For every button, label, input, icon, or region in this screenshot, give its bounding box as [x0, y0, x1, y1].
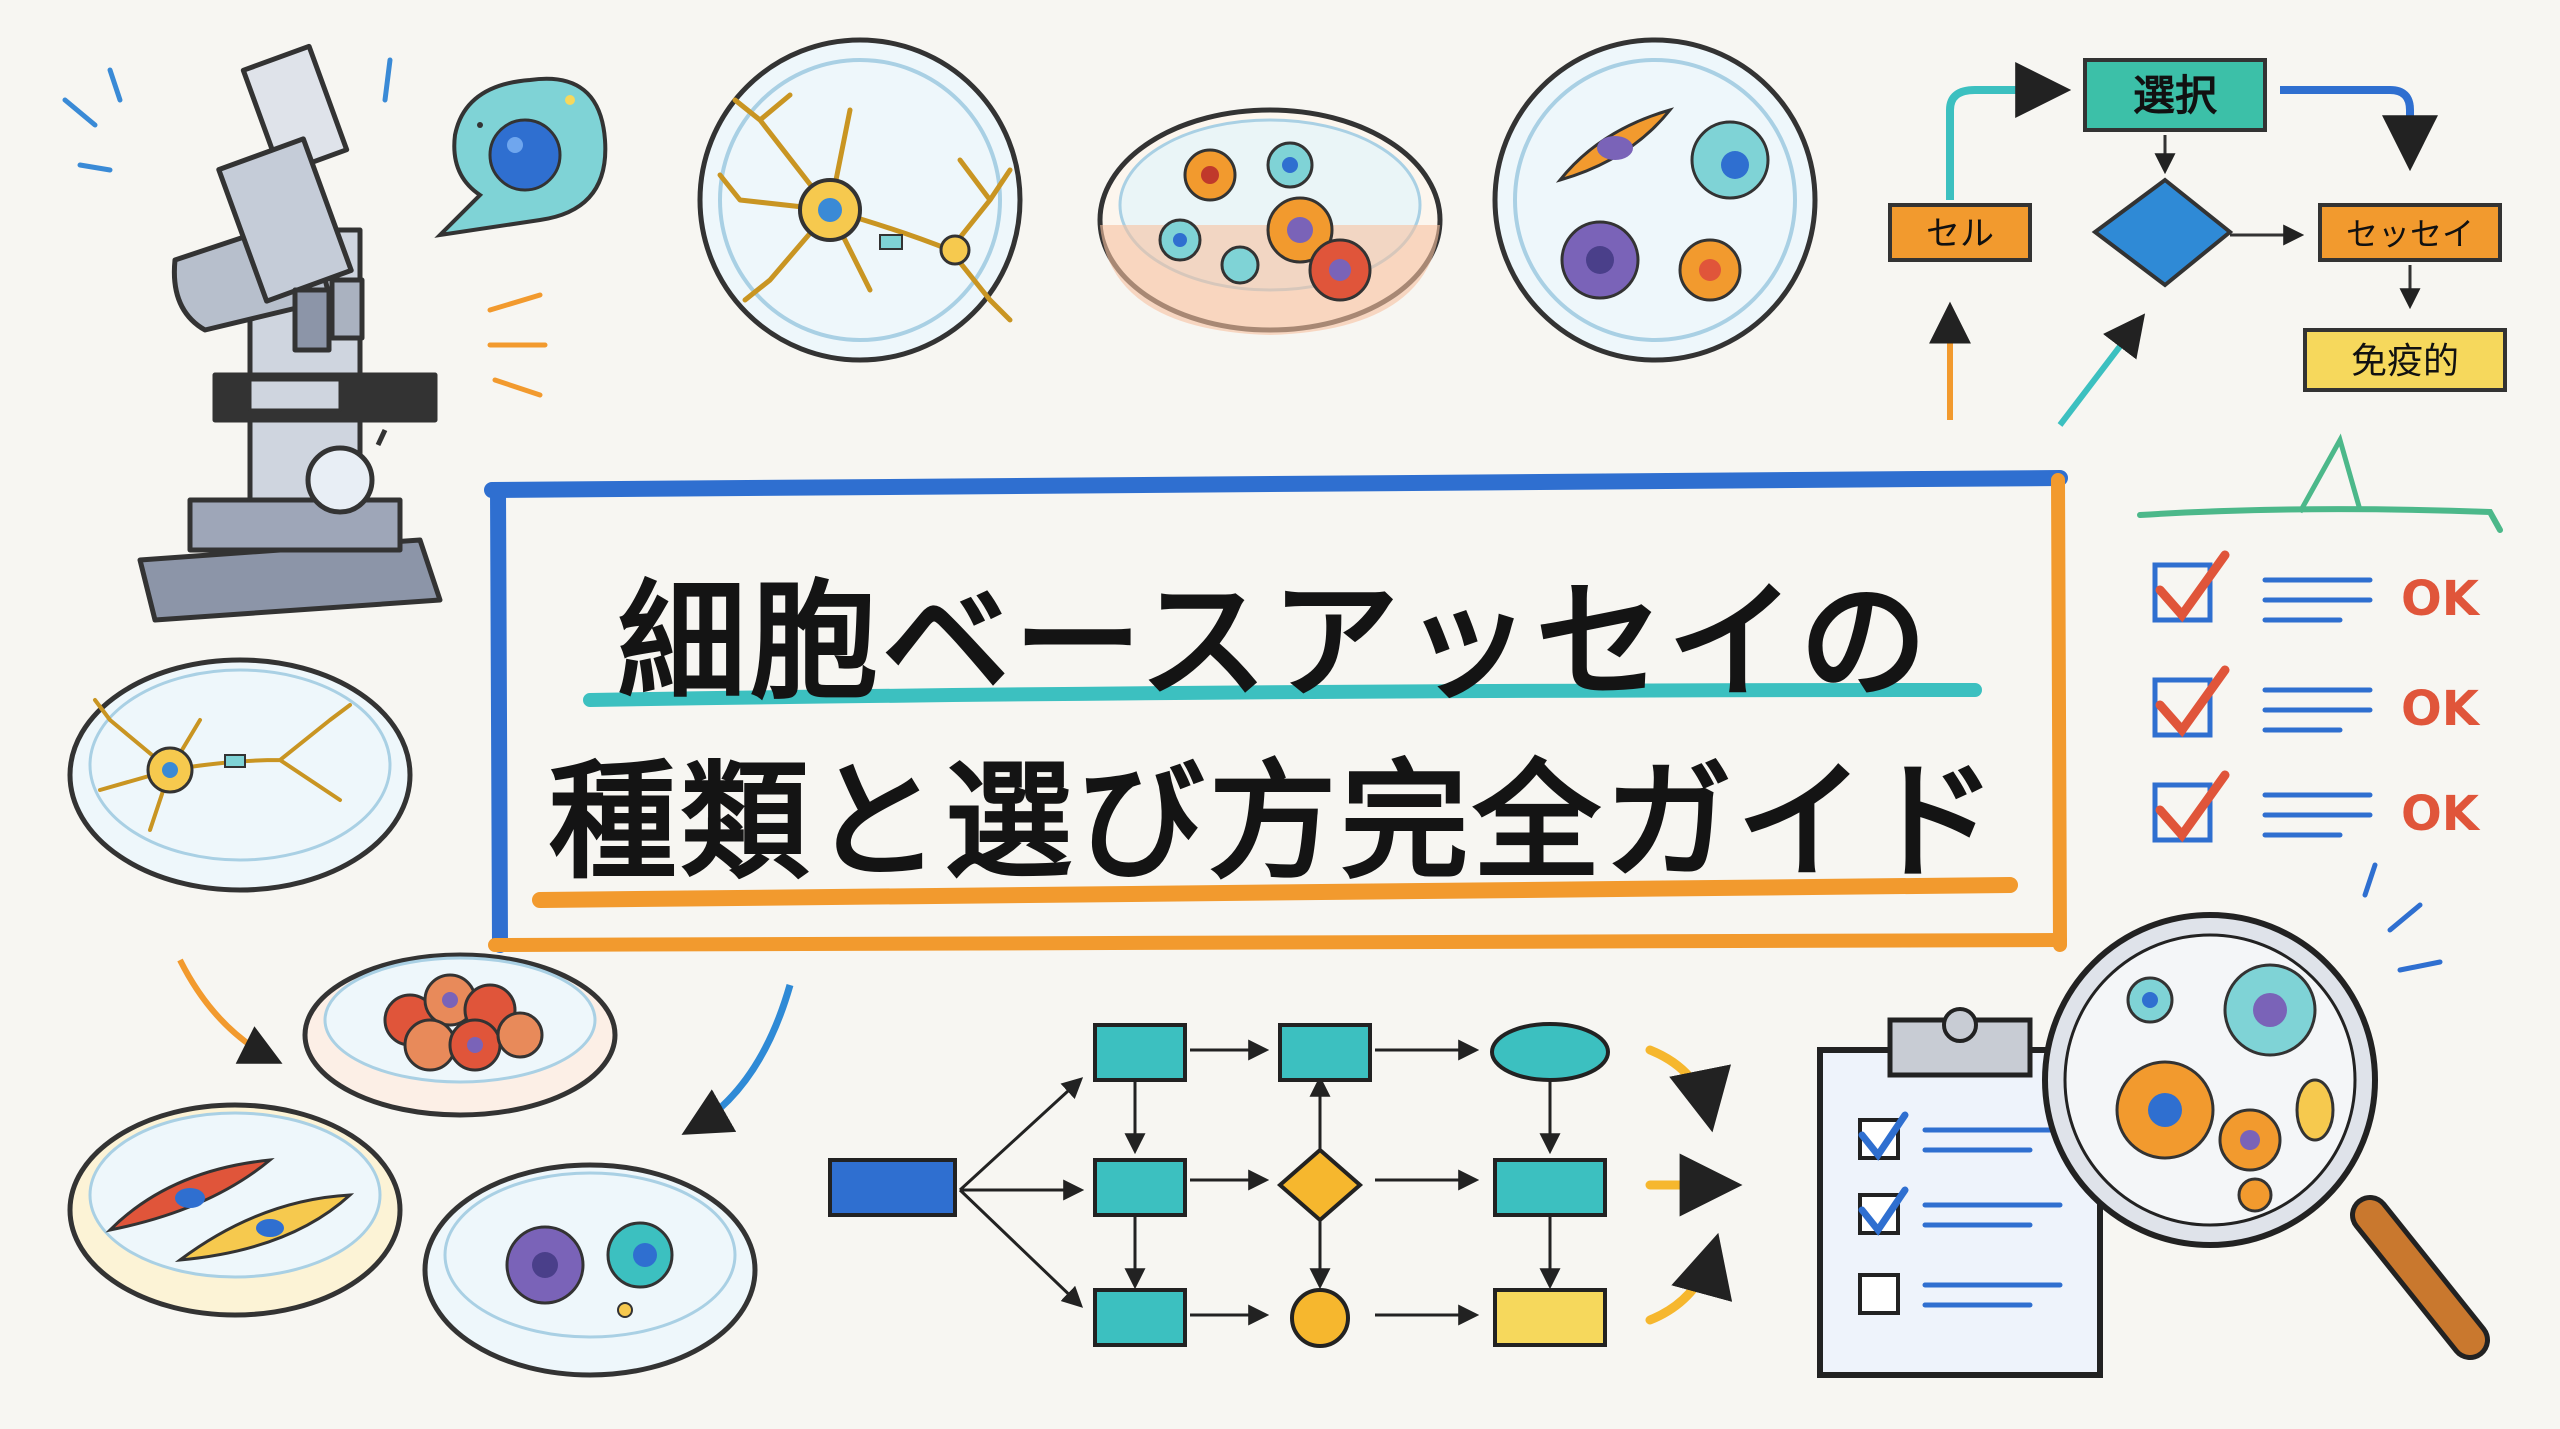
bottom-flowchart	[828, 1022, 1743, 1348]
top-flowchart	[1888, 58, 2507, 427]
magnifier-sparkle-icon	[2362, 862, 2443, 973]
motion-lines-icon	[62, 57, 393, 173]
microscope-icon	[137, 43, 443, 623]
checklist-panel	[2137, 433, 2503, 843]
petri-dish-immune-cells-icon	[422, 1162, 758, 1378]
title-block: 細胞ベースアッセイの 種類と選び方完全ガイド	[492, 478, 2057, 953]
orange-curved-arrow	[177, 958, 283, 1064]
accent-lines-icon	[487, 292, 548, 398]
ok-label-2: OK	[2401, 681, 2481, 737]
select-box	[2083, 58, 2267, 132]
immuno-label: 免疫的	[2351, 341, 2459, 382]
magnifying-glass-icon	[2042, 912, 2490, 1360]
select-label: 選択	[2133, 71, 2218, 120]
cell-box	[1888, 203, 2032, 262]
petri-dish-fibroblast-icon	[67, 1102, 403, 1318]
immuno-box	[2303, 328, 2507, 392]
petri-dish-neuron-icon	[697, 37, 1023, 363]
petri-dish-cells-icon	[1097, 107, 1443, 335]
title-frame	[484, 470, 2068, 953]
petri-dish-cluster-icon	[302, 952, 618, 1118]
ok-label-3: OK	[2401, 786, 2481, 842]
assay-box	[2318, 203, 2502, 262]
decision-diamond	[2091, 177, 2234, 288]
ok-label-1: OK	[2401, 571, 2481, 627]
cell-speech-bubble-icon	[434, 76, 608, 238]
cell-label: セル	[1926, 214, 1994, 254]
petri-dish-neuron-small-icon	[67, 657, 413, 893]
assay-label: セッセイ	[2346, 215, 2474, 253]
title-line-2: 種類と選び方完全ガイド	[548, 748, 2001, 897]
title-line-1: 細胞ベースアッセイの	[617, 568, 1932, 717]
petri-dish-mixed-cells-icon	[1492, 37, 1818, 363]
blue-curved-arrow	[681, 984, 794, 1135]
